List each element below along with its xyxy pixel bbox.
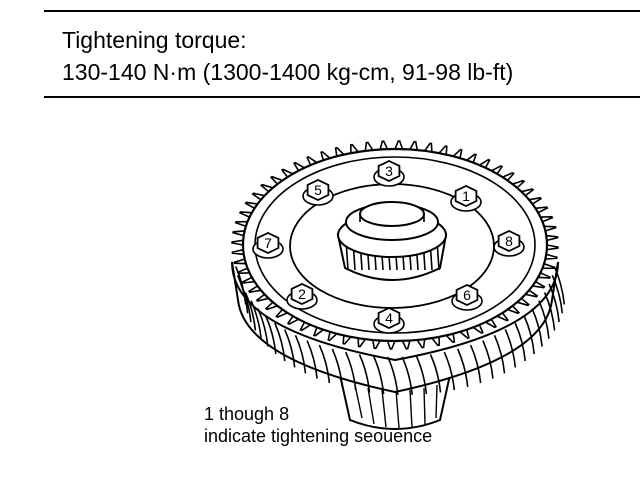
bottom-rule bbox=[44, 96, 640, 98]
bolt-7: 7 bbox=[252, 232, 284, 259]
bolt-4: 4 bbox=[373, 307, 405, 334]
bolt-number: 6 bbox=[463, 287, 471, 303]
bolt-1: 1 bbox=[450, 185, 482, 212]
bolt-number: 5 bbox=[314, 182, 322, 198]
caption-line-2: indicate tightening seouence bbox=[204, 426, 433, 446]
sequence-caption: 1 though 8 indicate tightening seouence bbox=[204, 403, 432, 447]
bolt-5: 5 bbox=[302, 179, 334, 206]
bolt-2: 2 bbox=[286, 283, 318, 310]
bolt-group: 1 2 3 4 5 6 7 8 bbox=[252, 160, 525, 334]
ring-gear-teeth bbox=[231, 140, 559, 350]
bolt-number: 8 bbox=[505, 233, 513, 249]
bolt-number: 3 bbox=[385, 163, 393, 179]
gear-body bbox=[231, 261, 566, 430]
bolt-number: 4 bbox=[385, 310, 393, 326]
bolt-number: 2 bbox=[298, 286, 306, 302]
bolt-6: 6 bbox=[451, 284, 483, 311]
bearing bbox=[336, 201, 448, 281]
top-rule bbox=[44, 10, 640, 12]
bolt-3: 3 bbox=[373, 160, 405, 187]
torque-value: 130-140 N·m (1300-1400 kg-cm, 91-98 lb-f… bbox=[62, 59, 514, 85]
torque-label: Tightening torque: bbox=[62, 27, 247, 53]
torque-spec: Tightening torque: 130-140 N·m (1300-140… bbox=[62, 24, 513, 88]
bolt-number: 7 bbox=[264, 235, 272, 251]
bolt-8: 8 bbox=[493, 230, 525, 257]
bolt-number: 1 bbox=[462, 188, 470, 204]
caption-line-1: 1 though 8 bbox=[204, 404, 290, 424]
